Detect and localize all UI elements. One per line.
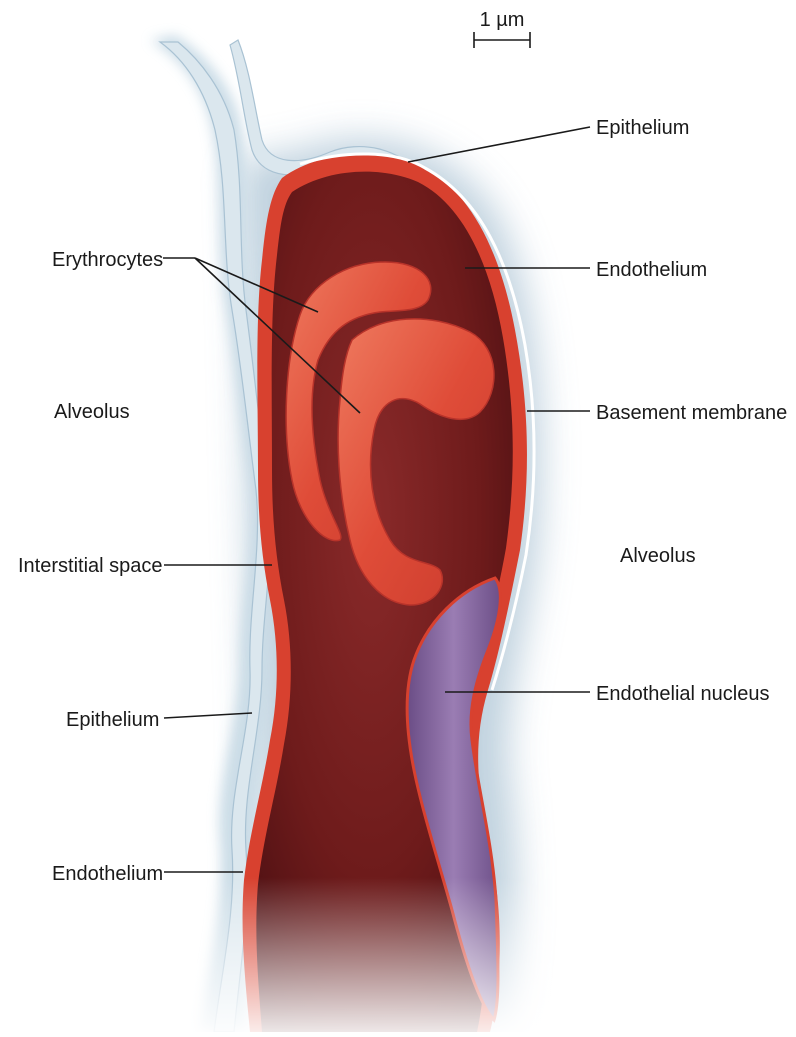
label-alveolus-right: Alveolus bbox=[620, 545, 696, 567]
label-endothelial-nucleus: Endothelial nucleus bbox=[596, 683, 769, 705]
label-endothelium-right: Endothelium bbox=[596, 259, 707, 281]
label-erythrocytes: Erythrocytes bbox=[52, 249, 163, 271]
label-interstitial-space: Interstitial space bbox=[18, 555, 163, 577]
label-epithelium-right: Epithelium bbox=[596, 117, 689, 139]
label-basement-membrane: Basement membrane bbox=[596, 402, 787, 424]
scale-bar-label: 1 µm bbox=[480, 9, 525, 31]
label-epithelium-left: Epithelium bbox=[66, 709, 159, 731]
label-alveolus-left: Alveolus bbox=[54, 401, 130, 423]
label-endothelium-left: Endothelium bbox=[52, 863, 163, 885]
